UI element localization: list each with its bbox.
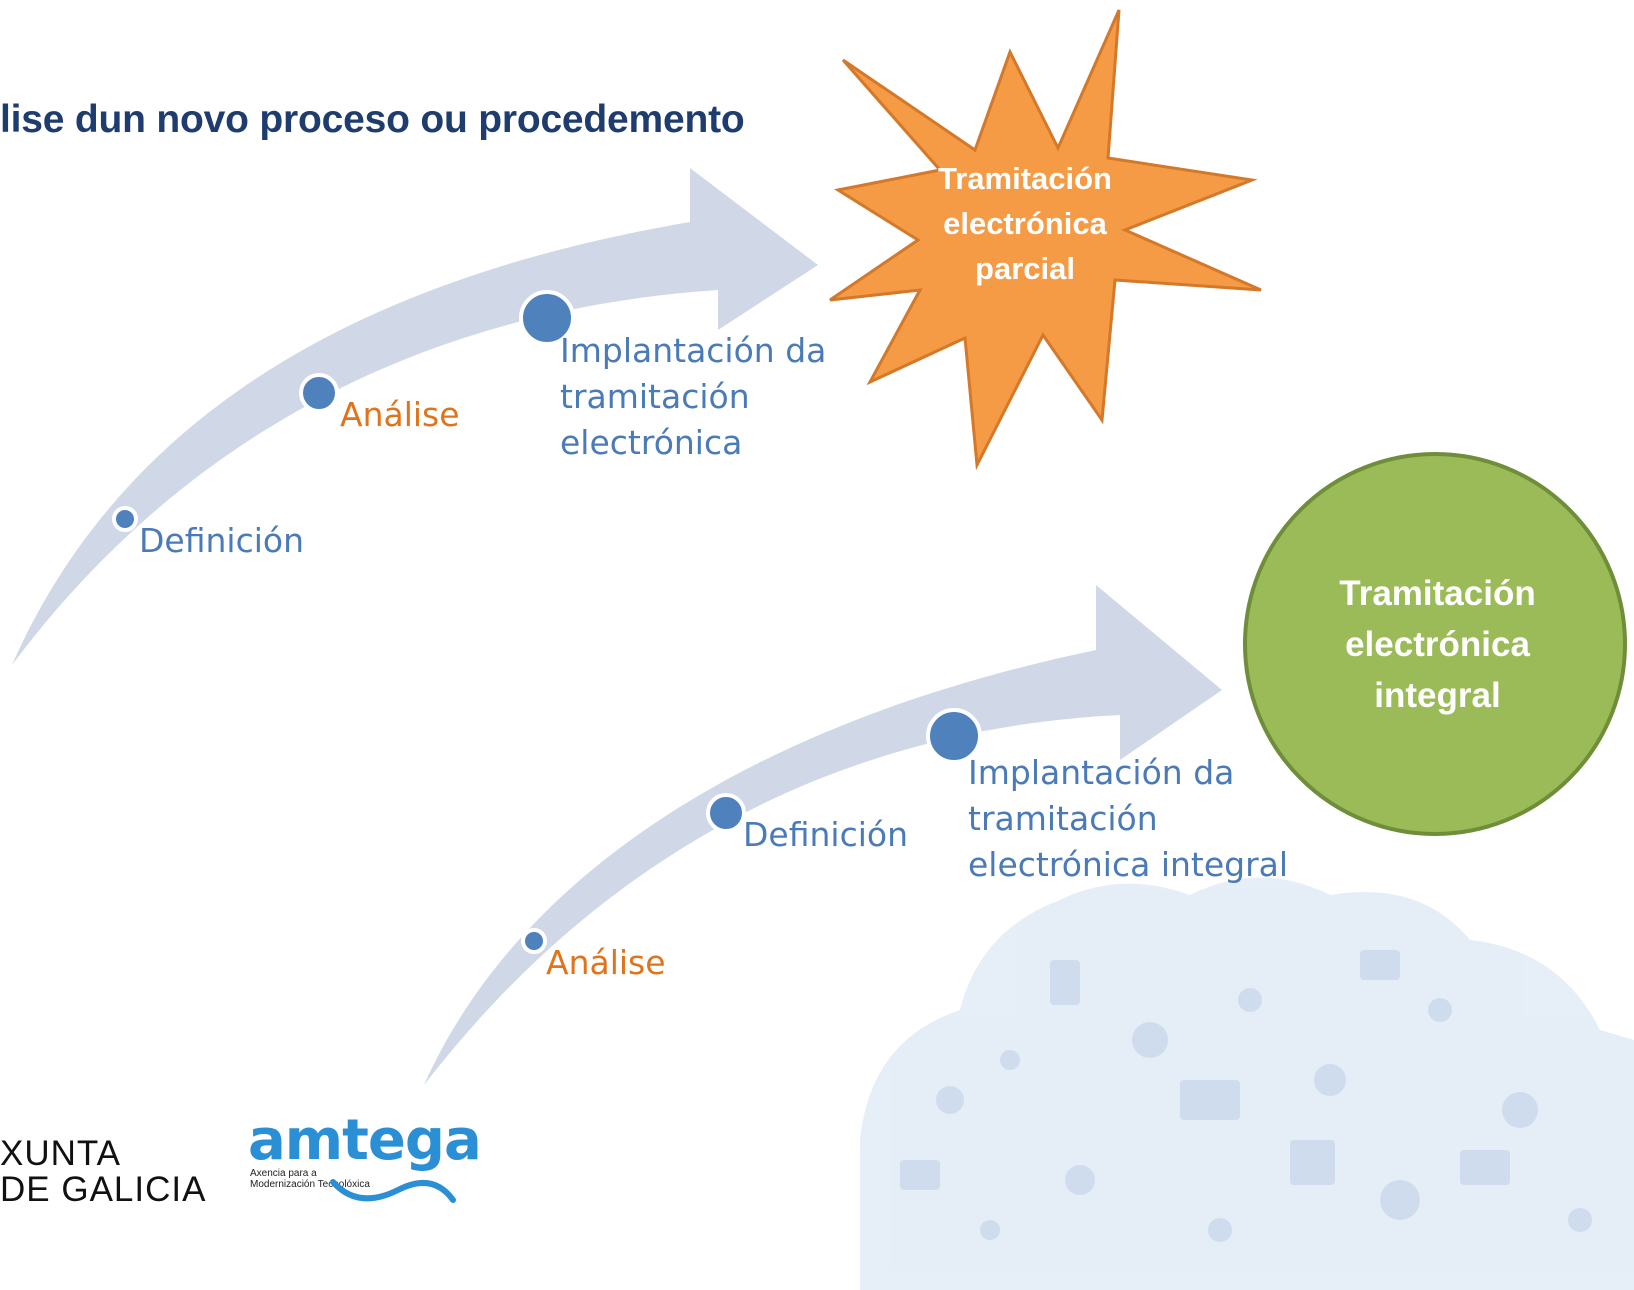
step-label-implantacion-integral: Implantación da tramitación electrónica … xyxy=(968,750,1288,888)
step-label-line: tramitación xyxy=(560,377,750,416)
xunta-logo-line: XUNTA xyxy=(0,1134,122,1173)
step-dot xyxy=(706,793,746,833)
outcome-circle-integral xyxy=(1243,452,1627,836)
outcome-line: electrónica xyxy=(943,206,1107,241)
outcome-line: electrónica xyxy=(1345,625,1530,664)
outcome-line: Tramitación xyxy=(1339,574,1536,613)
page-title: lise dun novo proceso ou procedemento xyxy=(0,98,745,141)
step-label-definicion: Definición xyxy=(743,815,908,854)
amtega-subtitle-line: Axencia para a xyxy=(250,1168,317,1179)
step-label-line: tramitación xyxy=(968,799,1158,838)
step-label-line: electrónica integral xyxy=(968,845,1289,884)
step-dot xyxy=(519,290,575,346)
step-label-analise: Análise xyxy=(340,395,460,434)
xunta-logo-line: DE GALICIA xyxy=(0,1170,207,1209)
step-label-definicion: Definición xyxy=(139,521,304,560)
step-dot xyxy=(299,373,339,413)
step-dot xyxy=(521,928,547,954)
outcome-partial-label: Tramitación electrónica parcial xyxy=(905,156,1145,291)
outcome-line: parcial xyxy=(975,251,1075,286)
amtega-swoosh-icon xyxy=(330,1179,456,1203)
step-label-implantacion: Implantación da tramitación electrónica xyxy=(560,328,826,466)
step-label-line: Implantación da xyxy=(968,753,1235,792)
step-label-line: electrónica xyxy=(560,423,743,462)
outcome-line: Tramitación xyxy=(938,161,1112,196)
outcome-integral-label: Tramitación electrónica integral xyxy=(1250,568,1625,721)
flow-arrow-bottom xyxy=(424,585,1222,1085)
amtega-logo-subtitle: Axencia para a Modernización Tecnolóxica xyxy=(250,1168,370,1190)
icon-cloud-decoration xyxy=(860,877,1634,1290)
amtega-subtitle-line: Modernización Tecnolóxica xyxy=(250,1179,370,1190)
step-dot xyxy=(926,708,982,764)
step-dot xyxy=(112,506,138,532)
outcome-burst-partial xyxy=(829,9,1262,471)
flow-arrow-top xyxy=(12,168,818,665)
amtega-logo: amtega Axencia para a Modernización Tecn… xyxy=(248,1108,483,1220)
amtega-logo-word: amtega xyxy=(248,1108,482,1173)
outcome-line: integral xyxy=(1374,676,1501,715)
xunta-logo: XUNTA DE GALICIA xyxy=(0,1136,206,1208)
step-label-line: Implantación da xyxy=(560,331,827,370)
step-label-analise: Análise xyxy=(546,943,666,982)
